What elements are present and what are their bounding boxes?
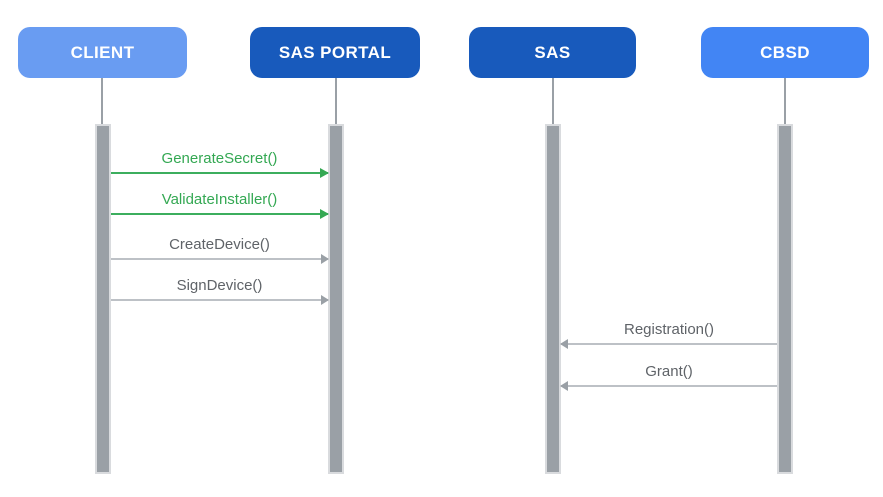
arrow-left-icon — [561, 385, 777, 387]
actor-box-cbsd: CBSD — [701, 27, 869, 78]
activation-bar-cbsd — [777, 124, 793, 474]
message-validate-installer: ValidateInstaller() — [111, 185, 328, 215]
message-generate-secret: GenerateSecret() — [111, 144, 328, 174]
lifeline-sas — [552, 78, 554, 124]
actor-box-sas: SAS — [469, 27, 636, 78]
activation-bar-sas-portal — [328, 124, 344, 474]
message-label: ValidateInstaller() — [161, 191, 278, 208]
lifeline-client — [101, 78, 103, 124]
message-label: SignDevice() — [176, 277, 263, 294]
actor-box-client: CLIENT — [18, 27, 187, 78]
message-grant: Grant() — [561, 357, 777, 387]
message-sign-device: SignDevice() — [111, 271, 328, 301]
lifeline-sas-portal — [335, 78, 337, 124]
message-label: Registration() — [623, 321, 715, 338]
message-label: GenerateSecret() — [161, 150, 278, 167]
activation-bar-client — [95, 124, 111, 474]
message-label: CreateDevice() — [169, 236, 270, 253]
arrow-right-icon — [111, 299, 328, 301]
arrow-right-icon — [111, 258, 328, 260]
arrow-right-icon — [111, 213, 328, 215]
message-registration: Registration() — [561, 315, 777, 345]
message-create-device: CreateDevice() — [111, 230, 328, 260]
lifeline-cbsd — [784, 78, 786, 124]
actor-box-sas-portal: SAS PORTAL — [250, 27, 420, 78]
arrow-left-icon — [561, 343, 777, 345]
activation-bar-sas — [545, 124, 561, 474]
message-label: Grant() — [645, 363, 693, 380]
arrow-right-icon — [111, 172, 328, 174]
